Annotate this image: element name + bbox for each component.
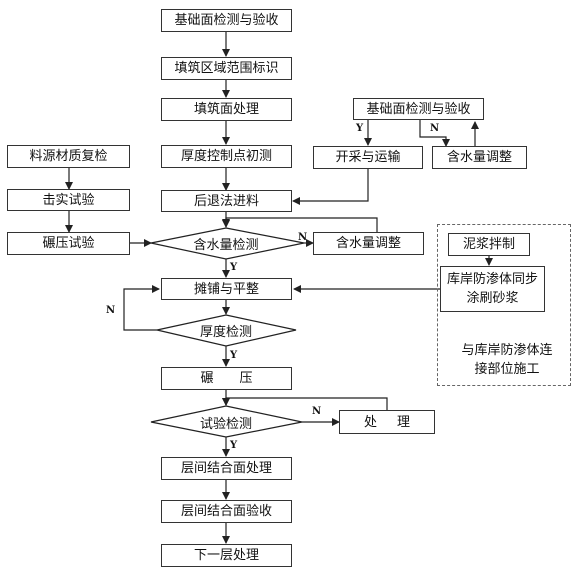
label-n-moisture: N xyxy=(298,232,308,243)
label-y-inspect2: Y xyxy=(356,123,364,134)
spread-level-box: 摊铺与平整 xyxy=(161,278,292,300)
test-check-diamond xyxy=(150,405,303,438)
joint-construction-label: 与库岸防渗体连接部位施工 xyxy=(461,343,553,377)
moisture-check-label: 含水量检测 xyxy=(193,237,259,253)
arrow-treat-back-to-test xyxy=(222,397,388,410)
thickness-check-label: 厚度检测 xyxy=(199,324,252,340)
thickness-check-diamond xyxy=(156,314,297,347)
arrow-inspect2-to-adjust xyxy=(419,120,450,147)
inspect-base-box: 基础面检测与验收 xyxy=(161,9,292,32)
arrow-thickness-loop xyxy=(123,285,160,331)
bank-group-frame xyxy=(437,224,571,386)
label-y-test: Y xyxy=(230,440,238,451)
label-y-moisture: Y xyxy=(230,262,238,273)
compaction-box: 碾压 xyxy=(161,367,292,390)
layer-accept-box: 层间结合面验收 xyxy=(161,500,292,523)
compaction-test-box: 击实试验 xyxy=(7,189,130,211)
thickness-control-box: 厚度控制点初测 xyxy=(161,145,292,168)
label-n-inspect2: N xyxy=(430,123,440,134)
label-n-test: N xyxy=(312,406,322,417)
back-feed-box: 后退法进料 xyxy=(161,190,292,212)
surface-treatment-box: 填筑面处理 xyxy=(161,98,292,121)
mud-mix-box: 泥浆拌制 xyxy=(448,233,530,256)
mark-area-box: 填筑区域范围标识 xyxy=(161,57,292,80)
label-y-thickness: Y xyxy=(230,350,238,361)
moisture-adjust-box: 含水量调整 xyxy=(313,232,424,255)
moisture-check-diamond xyxy=(150,227,305,260)
recheck-box: 料源材质复检 xyxy=(7,145,130,168)
rolling-test-box: 碾压试验 xyxy=(7,232,130,255)
compaction-label: 碾压 xyxy=(200,371,279,386)
mining-transport-box: 开采与运输 xyxy=(313,146,423,169)
test-check-label: 试验检测 xyxy=(199,416,252,432)
next-layer-box: 下一层处理 xyxy=(161,544,292,567)
brush-mortar-box: 库岸防渗体同步涂刷砂浆 xyxy=(440,266,545,312)
treat-label: 处理 xyxy=(363,414,430,430)
moisture-adjust-top-box: 含水量调整 xyxy=(432,146,527,169)
treat-box: 处理 xyxy=(339,410,435,434)
label-n-thickness: N xyxy=(106,305,116,316)
arrow-adjust-back-to-moisture xyxy=(222,217,378,232)
inspect-base-2-box: 基础面检测与验收 xyxy=(353,98,484,120)
layer-treatment-box: 层间结合面处理 xyxy=(161,457,292,480)
arrow-mining-to-feed xyxy=(292,169,369,205)
